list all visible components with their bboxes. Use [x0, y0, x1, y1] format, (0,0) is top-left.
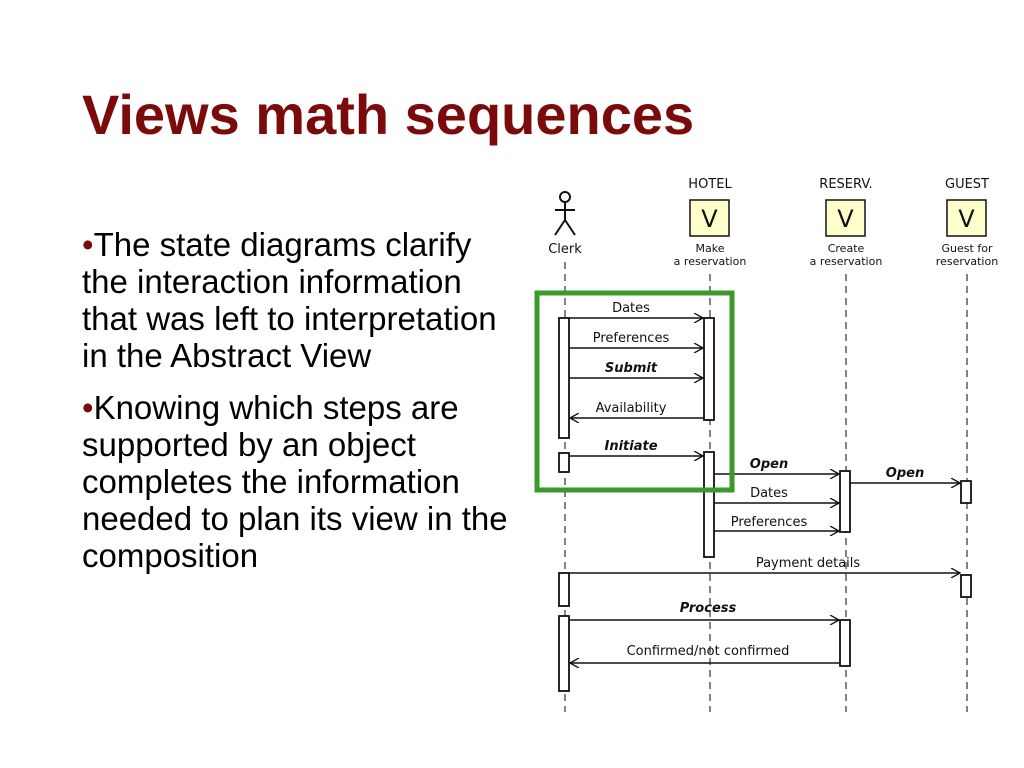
bullet-dot: • — [82, 226, 94, 263]
view-box-reserv: V — [825, 199, 866, 237]
activation-bars — [558, 317, 972, 692]
message-label: Preferences — [593, 331, 670, 346]
message-label: Initiate — [604, 439, 657, 454]
bullet-list: •The state diagrams clarify the interact… — [82, 226, 512, 589]
object-caption: Guest for — [942, 242, 993, 255]
view-glyph: V — [837, 205, 854, 233]
bullet-text: The state diagrams clarify the interacti… — [82, 226, 497, 374]
message-label: Process — [680, 601, 737, 616]
slide-title: Views math sequences — [82, 83, 695, 146]
activation-bar — [960, 574, 972, 598]
object-caption: a reservation — [810, 255, 883, 268]
activation-bar — [839, 619, 851, 667]
message-label: Availability — [596, 401, 667, 416]
message-label: Dates — [750, 486, 788, 501]
message-label: Submit — [605, 361, 658, 376]
object-header: HOTEL — [688, 177, 732, 192]
object-caption: reservation — [936, 255, 998, 268]
object-caption: a reservation — [674, 255, 747, 268]
highlight-frame — [534, 290, 735, 493]
activation-bar — [558, 615, 570, 692]
activation-bar — [703, 451, 715, 558]
bullet-item: •The state diagrams clarify the interact… — [82, 226, 512, 374]
clerk-actor-icon — [554, 191, 576, 236]
object-caption: Make — [696, 242, 725, 255]
activation-bar — [558, 572, 570, 607]
view-glyph: V — [701, 205, 718, 233]
view-box-guest: V — [946, 199, 987, 237]
activation-bar — [703, 317, 715, 421]
message-label: Confirmed/not confirmed — [627, 644, 790, 659]
view-box-hotel: V — [689, 199, 730, 237]
message-label: Open — [750, 457, 788, 472]
object-header: GUEST — [945, 177, 989, 192]
view-glyph: V — [958, 205, 975, 233]
bullet-text: Knowing which steps are supported by an … — [82, 389, 508, 574]
bullet-dot: • — [82, 389, 94, 426]
object-header: RESERV. — [819, 177, 872, 192]
activation-bar — [839, 470, 851, 533]
activation-bar — [558, 452, 570, 473]
message-label: Preferences — [731, 515, 808, 530]
activation-bar — [558, 317, 570, 439]
message-arrows — [569, 318, 960, 663]
message-label: Payment details — [756, 556, 861, 571]
object-caption: Create — [828, 242, 865, 255]
actor-label: Clerk — [548, 242, 582, 257]
bullet-item: •Knowing which steps are supported by an… — [82, 389, 512, 574]
message-label: Open — [886, 466, 924, 481]
activation-bar — [960, 480, 972, 504]
message-label: Dates — [612, 301, 650, 316]
